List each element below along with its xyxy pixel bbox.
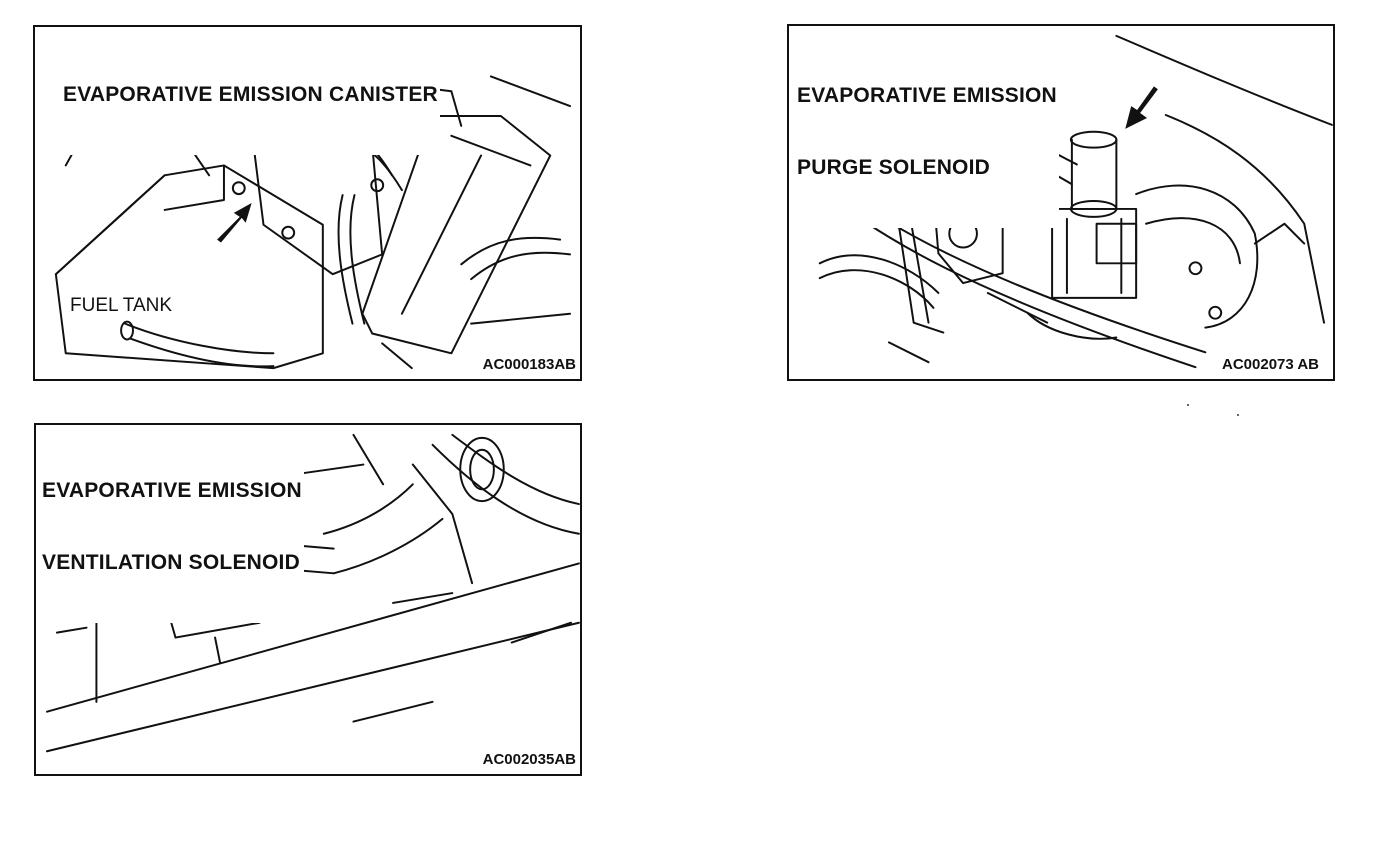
- scan-speck: [1237, 414, 1239, 416]
- purge-solenoid-figure: EVAPORATIVE EMISSION PURGE SOLENOID AC00…: [787, 24, 1335, 381]
- scan-speck: [1187, 404, 1189, 406]
- panel-title: EVAPORATIVE EMISSION PURGE SOLENOID: [795, 36, 1059, 228]
- fuel-tank-label: FUEL TANK: [68, 295, 175, 317]
- ventilation-solenoid-figure: EVAPORATIVE EMISSION VENTILATION SOLENOI…: [34, 423, 582, 776]
- reference-code: AC002035AB: [480, 751, 578, 768]
- reference-code: AC002073 AB: [1220, 356, 1321, 373]
- arrow-icon: [1125, 86, 1158, 129]
- reference-code: AC000183AB: [480, 356, 578, 373]
- panel-title: EVAPORATIVE EMISSION CANISTER: [61, 35, 440, 155]
- canister-figure: EVAPORATIVE EMISSION CANISTER FUEL TANK …: [33, 25, 582, 381]
- arrow-icon: [217, 203, 252, 243]
- panel-title: EVAPORATIVE EMISSION VENTILATION SOLENOI…: [40, 431, 304, 623]
